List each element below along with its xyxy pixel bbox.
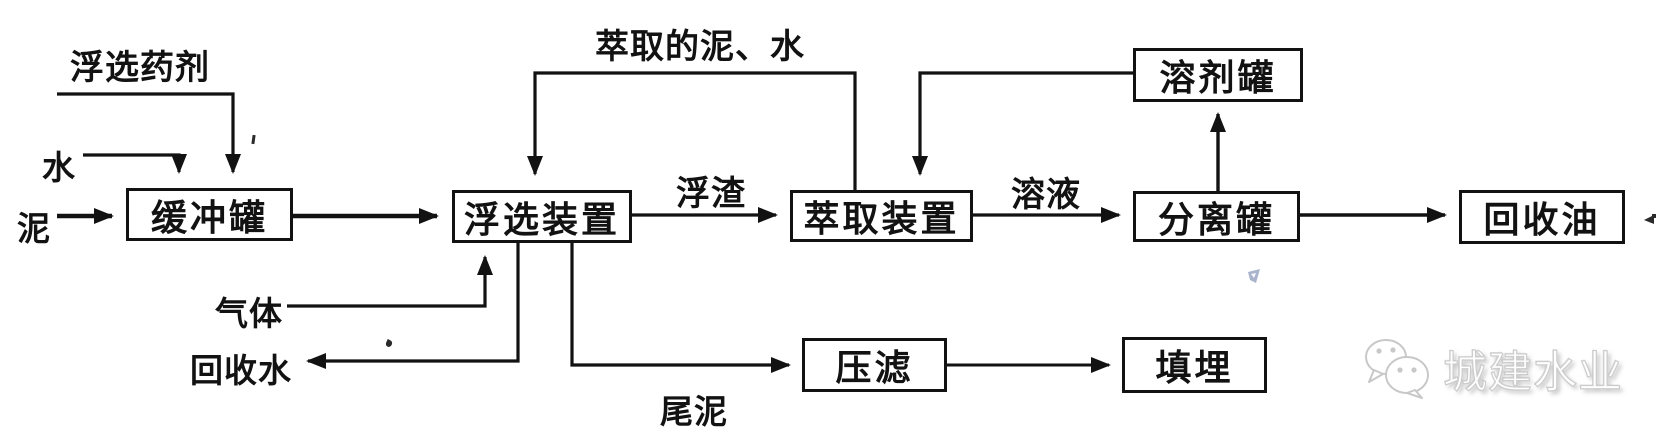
node-flotation-unit: 浮选装置 [452,190,632,243]
edge-solvent-to-extraction [912,71,1133,176]
wechat-icon [1365,339,1429,399]
edge-scan-artifact [1644,214,1656,224]
node-separation-tank: 分离罐 [1133,191,1300,242]
node-landfill: 填埋 [1122,337,1267,393]
node-recovered-oil: 回收油 [1459,190,1625,244]
label-scum: 浮渣 [676,175,746,213]
blue-mark-artifact [1248,269,1260,283]
edge-gas-to-flotation [287,255,493,308]
label-flotation-agent: 浮选药剂 [70,49,210,87]
edge-flotation-to-press-filter [570,243,791,373]
watermark: 城建水业 [1363,336,1623,400]
node-recovered-oil-label: 回收油 [1483,199,1601,240]
node-solvent-tank: 溶剂罐 [1133,48,1303,102]
watermark-text: 城建水业 [1442,347,1623,397]
node-flotation-unit-label: 浮选装置 [463,198,620,240]
edge-extraction-recycle-to-flotation [527,71,857,190]
node-solvent-tank-label: 溶剂罐 [1159,57,1277,98]
node-press-filter-label: 压滤 [835,347,914,388]
label-water: 水 [42,149,76,186]
node-press-filter: 压滤 [802,338,947,392]
label-recovered-water: 回收水 [190,352,292,389]
label-tail-sludge: 尾泥 [660,393,728,430]
edge-agent-to-buffer [57,92,241,174]
edge-flotation-to-recovered-water [306,243,520,369]
node-extraction-unit: 萃取装置 [790,190,973,242]
edge-water-to-buffer [83,153,187,174]
label-extracted-mud-water: 萃取的泥、水 [595,28,805,66]
node-buffer-tank: 缓冲罐 [126,188,293,241]
label-sludge: 泥 [17,210,51,247]
node-buffer-tank-label: 缓冲罐 [150,196,268,238]
node-separation-tank-label: 分离罐 [1157,198,1275,240]
label-solution: 溶液 [1011,176,1081,214]
node-landfill-label: 填埋 [1155,347,1234,388]
label-gas: 气体 [215,295,283,332]
node-extraction-unit-label: 萃取装置 [803,198,960,239]
